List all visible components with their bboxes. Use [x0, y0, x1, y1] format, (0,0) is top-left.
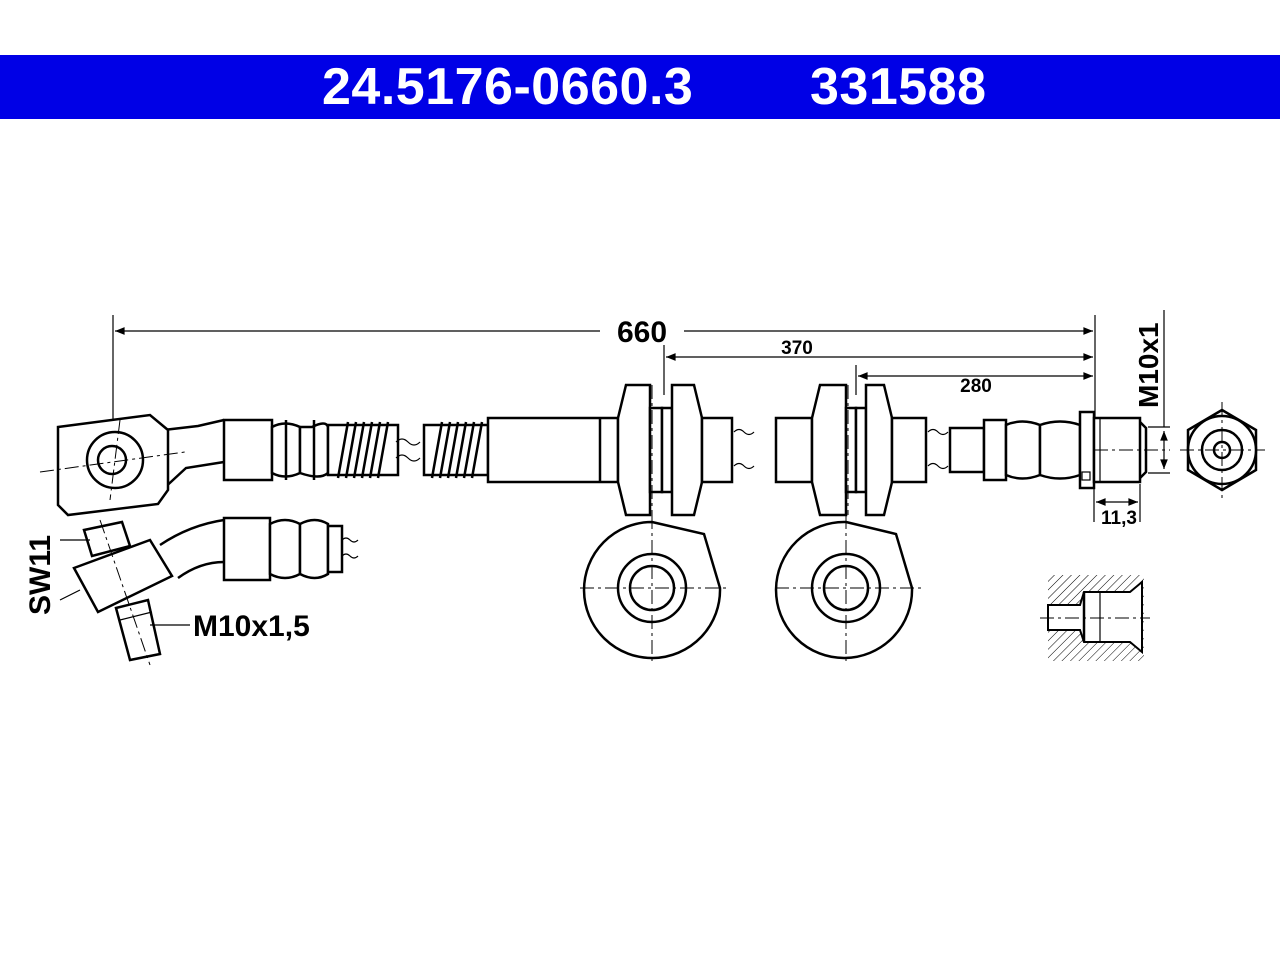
right-end-fitting	[982, 410, 1170, 490]
dimension-280: 280	[855, 365, 1093, 397]
dimension-overall: 660	[112, 315, 1096, 430]
bracket-sleeve-1	[616, 383, 755, 517]
reference-number: 331588	[810, 58, 987, 116]
banjo-bolt-view: SW11 M10x1,5	[24, 518, 310, 666]
hose-body	[486, 416, 620, 484]
header-bar: 24.5176-0660.3 331588	[0, 55, 1280, 119]
banjo-fitting	[39, 413, 225, 517]
dimension-11-3-label: 11,3	[1101, 508, 1137, 529]
spiral-guard	[326, 421, 490, 479]
port-section-view	[1040, 575, 1150, 661]
bracket-end-view-2	[774, 515, 922, 662]
wrench-size-label: SW11	[24, 535, 57, 615]
part-number: 24.5176-0660.3	[322, 58, 694, 116]
bolt-thread-label: M10x1,5	[193, 610, 310, 643]
bracket-end-view-1	[580, 515, 730, 662]
fitting-end-view	[1180, 402, 1265, 498]
dimension-280-label: 280	[960, 376, 992, 397]
thread-m10x1-label: M10x1	[1133, 322, 1164, 408]
bracket-sleeve-2	[774, 383, 986, 517]
left-crimp-sleeve	[222, 418, 330, 482]
dimension-11-3: 11,3	[1093, 484, 1141, 529]
dimension-thread-m10x1: M10x1	[1133, 310, 1170, 474]
dimension-370: 370	[663, 338, 1093, 395]
dimension-370-label: 370	[781, 338, 813, 359]
dimension-660-label: 660	[617, 316, 667, 349]
lower-crimp-sleeve	[222, 516, 359, 582]
